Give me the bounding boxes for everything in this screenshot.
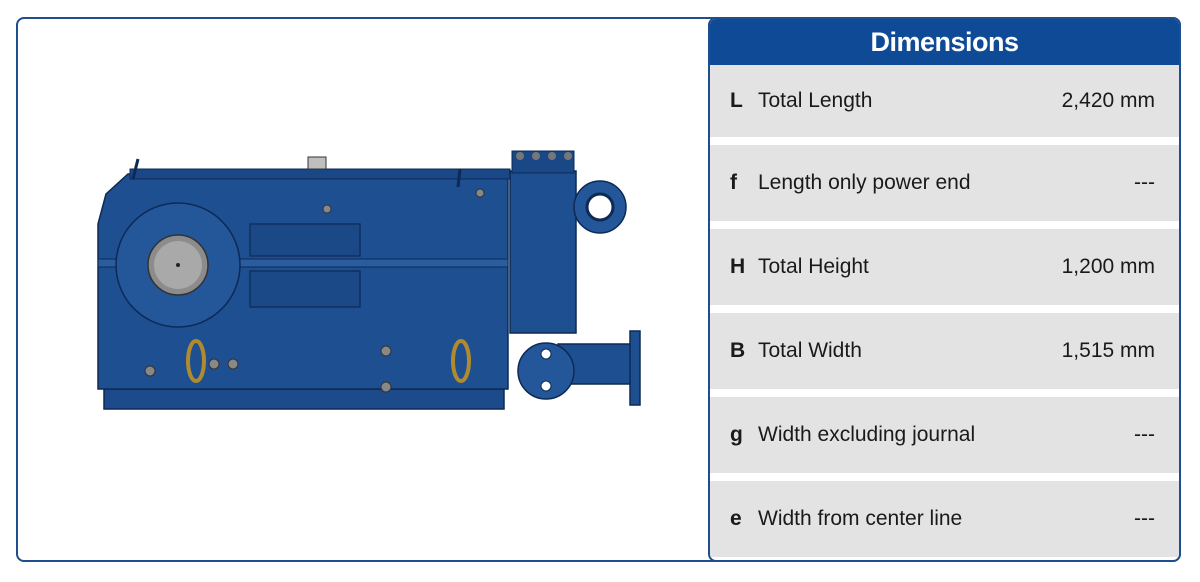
dimension-row-width-from-center-line: e Width from center line ---: [710, 481, 1179, 557]
dimension-row-total-height: H Total Height 1,200 mm: [710, 229, 1179, 305]
dimension-symbol: H: [730, 255, 746, 278]
dimension-label: Total Width: [758, 339, 862, 362]
dimension-label: Width excluding journal: [758, 423, 976, 446]
pump-drawing: [97, 150, 641, 410]
dimension-value: ---: [1134, 171, 1155, 194]
dimension-row-total-length: L Total Length 2,420 mm: [710, 65, 1179, 137]
dimension-label: Length only power end: [758, 171, 971, 194]
dimension-value: 1,200 mm: [1061, 255, 1155, 278]
dimensions-rows: L Total Length 2,420 mm f Length only po…: [710, 65, 1179, 557]
dimension-symbol: L: [730, 89, 743, 112]
dimension-row-width-excluding-journal: g Width excluding journal ---: [710, 397, 1179, 473]
dimension-symbol: g: [730, 423, 743, 446]
pump-illustration: [18, 19, 708, 560]
dimension-value: ---: [1134, 423, 1155, 446]
dimension-value: ---: [1134, 507, 1155, 530]
dimension-row-total-width: B Total Width 1,515 mm: [710, 313, 1179, 389]
dimension-symbol: e: [730, 507, 742, 530]
dimension-symbol: B: [730, 339, 746, 362]
dimension-label: Total Height: [758, 255, 869, 278]
dimension-symbol: f: [730, 171, 737, 194]
dimension-label: Width from center line: [758, 507, 963, 530]
dimension-value: 2,420 mm: [1061, 89, 1155, 112]
dimension-value: 1,515 mm: [1061, 339, 1155, 362]
dimension-row-length-power-end: f Length only power end ---: [710, 145, 1179, 221]
dimensions-table: Dimensions L Total Length 2,420 mm f Len…: [708, 17, 1181, 562]
dimensions-title: Dimensions: [710, 19, 1179, 65]
dimension-label: Total Length: [758, 89, 873, 112]
